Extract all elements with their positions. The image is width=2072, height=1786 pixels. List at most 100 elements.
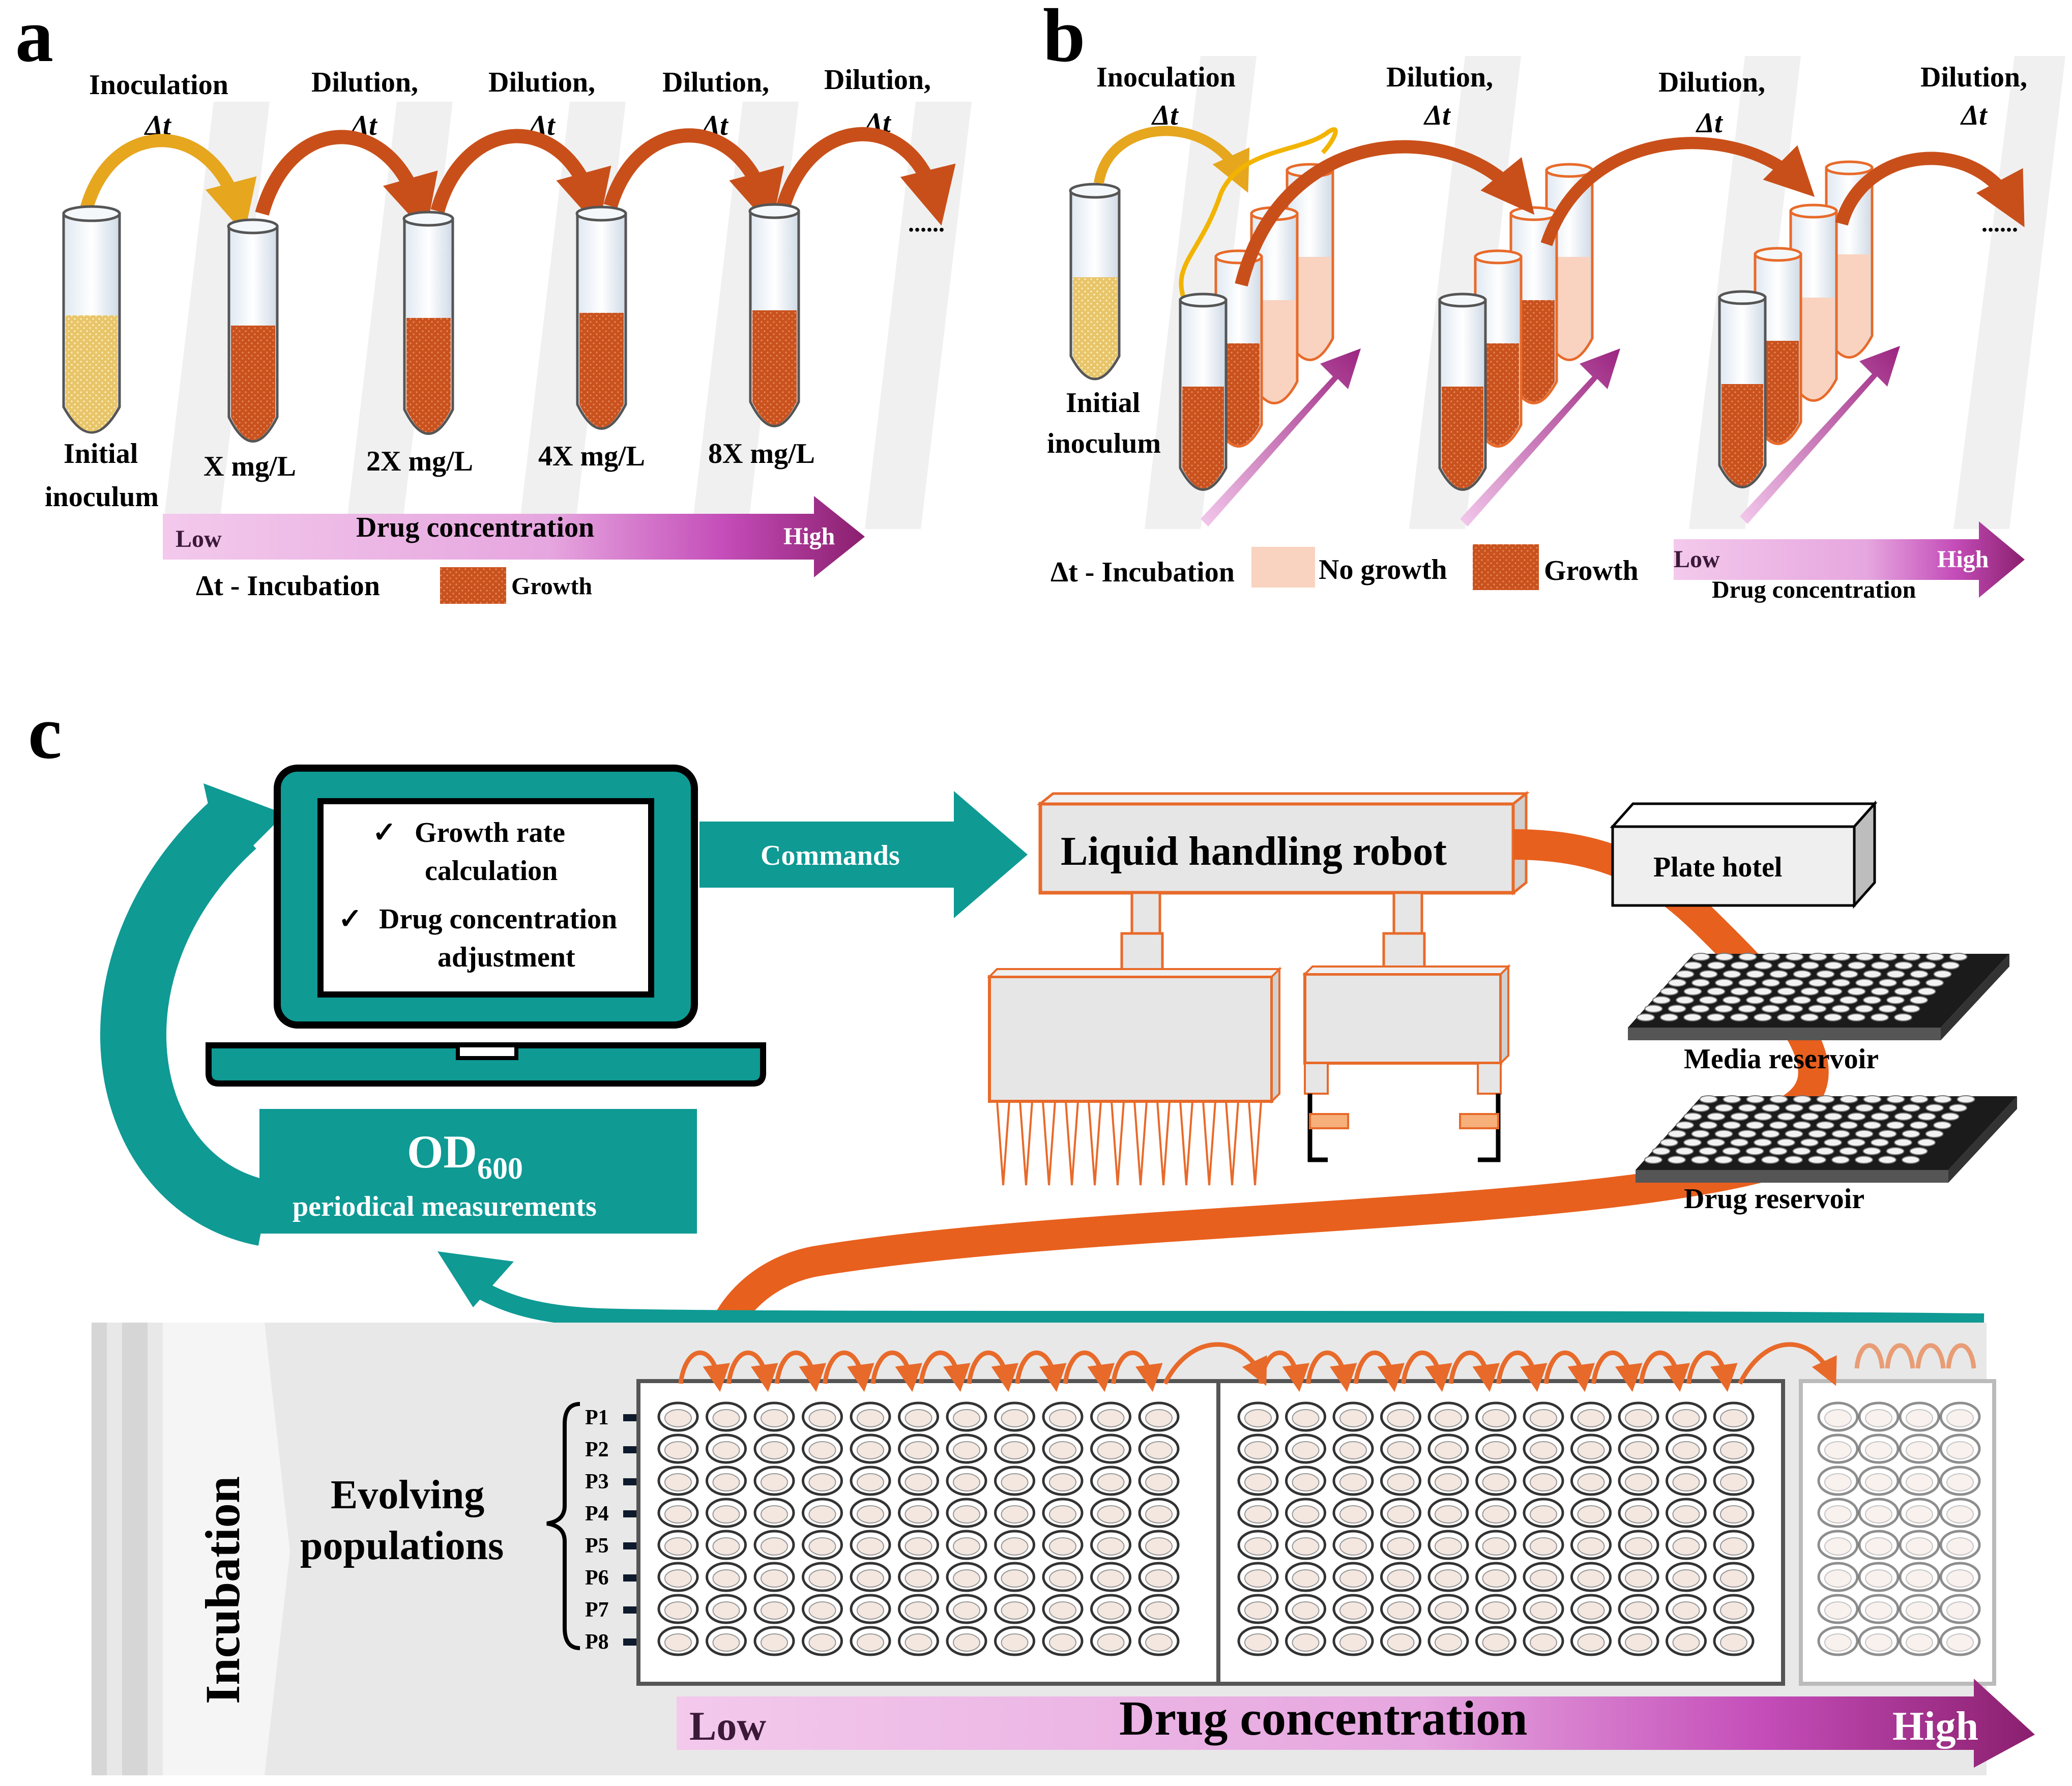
plate-1-well-inner <box>1097 1441 1125 1459</box>
panel-b-tube-groups <box>1179 160 1900 526</box>
plate-1-well-inner <box>712 1569 740 1588</box>
plate-3-well-inner <box>1824 1601 1852 1620</box>
panel-a-tube-4 <box>748 203 800 427</box>
plate-hotel <box>1610 800 1878 909</box>
media-well <box>1699 996 1717 1004</box>
drug-well <box>1723 1095 1741 1103</box>
drug-well <box>1730 1138 1748 1147</box>
drug-well <box>1902 1130 1920 1138</box>
media-well <box>1684 961 1702 970</box>
drug-well <box>1816 1095 1835 1103</box>
plate-2-well-inner <box>1244 1633 1272 1652</box>
drug-well <box>1917 1138 1936 1147</box>
plate-2-well-inner <box>1387 1569 1415 1588</box>
drug-well <box>1745 1147 1764 1155</box>
drug-well <box>1816 1147 1834 1155</box>
plate-1-transfer-arc <box>1015 1351 1067 1392</box>
drug-well <box>1660 1138 1678 1147</box>
population-label-7: P7 <box>585 1598 609 1622</box>
plate-1-well-inner <box>664 1409 692 1427</box>
plate-2-well-inner <box>1244 1569 1272 1588</box>
media-well <box>1910 996 1928 1004</box>
drug-well <box>1808 1130 1827 1138</box>
plate-2-well-inner <box>1387 1441 1415 1459</box>
panel-c-low-label: Low <box>689 1704 766 1749</box>
plate-1-well-inner <box>761 1633 788 1652</box>
panel-b-tube <box>1179 292 1228 491</box>
drug-well <box>1722 1147 1741 1155</box>
plate-1-well-inner <box>712 1505 740 1524</box>
panel-b-tube-culture <box>1253 300 1295 402</box>
incubation-stripe-2 <box>122 1323 148 1775</box>
plate-3-well-inner <box>1906 1537 1933 1556</box>
plate-1-transfer-arc <box>967 1351 1018 1392</box>
plate-2-well-inner <box>1625 1409 1652 1427</box>
plate-1-well-inner <box>761 1537 788 1556</box>
plate-1-well-inner <box>953 1633 980 1652</box>
plate-1-well-inner <box>953 1601 980 1620</box>
drug-well <box>1824 1138 1842 1147</box>
plate-1-well-inner <box>808 1409 836 1427</box>
media-well <box>1668 979 1686 987</box>
plate-1-well-inner <box>1049 1441 1076 1459</box>
panel-b-dilution-arrow-1 <box>1235 140 1535 287</box>
media-well <box>1808 1005 1827 1013</box>
plate-2-well-inner <box>1292 1601 1320 1620</box>
panel-a-low-label: Low <box>176 525 222 552</box>
drug-well <box>1879 1104 1897 1112</box>
panel-a-drug-concentration-label: Drug concentration <box>356 512 594 543</box>
media-well <box>1949 953 1968 961</box>
media-well <box>1800 1013 1819 1021</box>
media-well <box>1879 979 1897 987</box>
plate-2-well-inner <box>1720 1601 1747 1620</box>
panel-b-dilution-dt-3: Δt <box>1960 100 1988 131</box>
plate-2-well-inner <box>1339 1569 1367 1588</box>
panel-b-legend-no-growth-swatch <box>1251 547 1315 588</box>
media-well <box>1754 987 1772 996</box>
drug-well <box>1683 1112 1702 1121</box>
panel-a-conc-3: 4X mg/L <box>538 441 645 472</box>
media-well <box>1793 970 1812 978</box>
plate-2-well-inner <box>1482 1441 1510 1459</box>
media-well <box>1902 953 1921 961</box>
drug-well <box>1699 1147 1717 1155</box>
plate-1-well-inner <box>953 1409 980 1427</box>
drug-well <box>1910 1121 1928 1129</box>
drug-well <box>1707 1138 1725 1147</box>
plate-3-well-inner <box>1865 1473 1892 1491</box>
plate-1-well-inner <box>857 1473 884 1491</box>
plate-1-well-inner <box>664 1569 692 1588</box>
plate-2-well-inner <box>1292 1569 1320 1588</box>
drug-well <box>1777 1112 1796 1121</box>
plate-2-well-inner <box>1625 1537 1652 1556</box>
plate-1-well-inner <box>1049 1569 1076 1588</box>
plate-1-well-inner <box>1001 1505 1029 1524</box>
plate-3-well-inner <box>1824 1409 1852 1427</box>
drug-well <box>1909 1147 1928 1155</box>
media-well <box>1754 961 1772 970</box>
incubation-label-band <box>163 1323 290 1775</box>
plate-1-well-inner <box>1001 1569 1029 1588</box>
plate-1-well-inner <box>1097 1633 1125 1652</box>
plate-2-well-inner <box>1482 1569 1510 1588</box>
plate-1-well-inner <box>1001 1601 1029 1620</box>
drug-well <box>1862 1147 1881 1155</box>
plate-2-well-inner <box>1577 1441 1605 1459</box>
plate-1-well-inner <box>1145 1505 1173 1524</box>
drug-well <box>1723 1121 1741 1129</box>
media-well <box>1886 970 1905 978</box>
plate-2-well-inner <box>1339 1601 1367 1620</box>
plate-1-transfer-arc <box>919 1351 971 1392</box>
drug-well <box>1925 1104 1944 1112</box>
plate-1-well-inner <box>857 1441 884 1459</box>
plate-1-well-inner <box>761 1441 788 1459</box>
plate-2-well-inner <box>1435 1537 1462 1556</box>
plate-2-well-inner <box>1482 1601 1510 1620</box>
plate-2-well-inner <box>1530 1601 1557 1620</box>
panel-c-feedback-arc <box>100 799 272 1246</box>
drug-well <box>1886 1147 1905 1155</box>
drug-well <box>1816 1121 1834 1129</box>
panel-a-legend-growth-swatch <box>440 567 506 604</box>
drug-well <box>1652 1147 1671 1155</box>
plate-2-well-inner <box>1672 1569 1700 1588</box>
